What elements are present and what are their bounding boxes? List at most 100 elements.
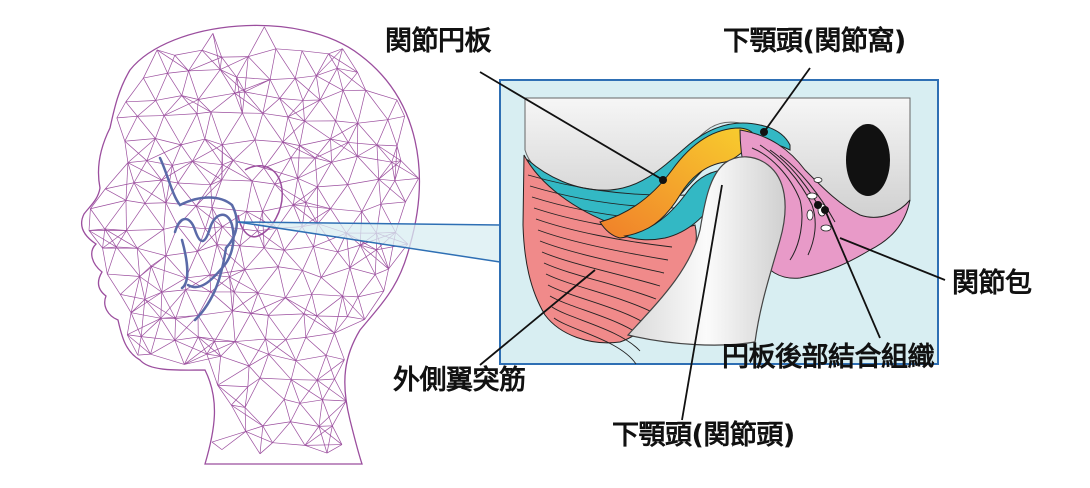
mesh-edge xyxy=(362,204,381,211)
mesh-edge xyxy=(210,275,211,292)
mesh-edge xyxy=(126,200,145,203)
mesh-edge xyxy=(300,403,319,426)
mesh-edge xyxy=(317,379,334,380)
mesh-edge xyxy=(157,50,175,55)
mesh-edge xyxy=(379,179,381,204)
mesh-edge xyxy=(120,276,139,294)
mesh-edge xyxy=(181,139,205,145)
mesh-edge xyxy=(278,250,284,266)
mesh-edge xyxy=(172,165,177,183)
mesh-edge xyxy=(242,92,244,113)
mesh-edge xyxy=(298,146,300,179)
mesh-edge xyxy=(332,156,358,162)
mesh-edge xyxy=(251,298,286,314)
mesh-edge xyxy=(362,179,379,211)
mesh-edge xyxy=(232,311,235,342)
mesh-edge xyxy=(117,116,138,118)
mesh-edge xyxy=(249,354,269,366)
mesh-edge xyxy=(290,403,299,421)
mesh-edge xyxy=(338,245,360,252)
mesh-edge xyxy=(245,407,263,426)
mesh-edge xyxy=(379,162,392,179)
mesh-edge xyxy=(358,72,366,90)
mesh-edge xyxy=(137,116,164,117)
mesh-edge xyxy=(164,114,197,116)
label-lateral-pterygoid: 外側翼突筋 xyxy=(393,367,526,394)
mesh-edge xyxy=(218,356,221,385)
mesh-edge xyxy=(235,80,270,94)
mesh-edge xyxy=(305,426,319,445)
mesh-edge xyxy=(284,399,300,403)
mesh-edge xyxy=(166,251,197,255)
mesh-edge xyxy=(317,380,346,401)
label-retrodiscal-tissue: 円板後部結合組織 xyxy=(722,344,934,371)
mesh-edge xyxy=(260,354,269,378)
label-articular-disc: 関節円板 xyxy=(385,28,491,55)
mesh-edge xyxy=(105,189,126,200)
mesh-edge xyxy=(291,380,300,404)
mesh-edge xyxy=(235,342,249,366)
mesh-edge xyxy=(291,361,296,380)
mesh-edge xyxy=(196,206,212,208)
mesh-edge xyxy=(280,78,296,98)
mesh-edge xyxy=(298,158,316,178)
mesh-edge xyxy=(332,426,342,445)
mesh-edge xyxy=(205,112,211,139)
mesh-edge xyxy=(131,313,141,337)
mesh-edge xyxy=(161,318,175,340)
mesh-edge xyxy=(197,251,210,275)
mesh-edge xyxy=(388,100,397,120)
mesh-edge xyxy=(126,231,137,249)
mesh-edge xyxy=(211,93,235,112)
mesh-edge xyxy=(210,245,217,275)
mesh-edge xyxy=(381,202,406,204)
mesh-edge xyxy=(178,161,193,183)
mesh-edge xyxy=(268,298,285,316)
mesh-edge xyxy=(278,267,285,298)
mesh-edge xyxy=(211,185,212,208)
mesh-edge xyxy=(145,180,162,203)
mesh-edge xyxy=(358,90,366,123)
mesh-edge xyxy=(248,27,264,57)
mesh-edge xyxy=(131,292,162,312)
mesh-edge xyxy=(375,274,384,291)
mesh-edge xyxy=(302,51,328,54)
mesh-edge xyxy=(303,76,316,101)
mesh-edge xyxy=(202,33,213,50)
mesh-edge xyxy=(251,313,269,315)
mesh-edge xyxy=(336,121,358,123)
mesh-edge xyxy=(196,185,211,206)
mesh-edge xyxy=(283,142,300,145)
mesh-edge xyxy=(278,267,302,271)
label-condyle: 下顎頭(関節頭) xyxy=(612,422,795,449)
mesh-edge xyxy=(248,49,276,57)
mesh-edge xyxy=(275,184,306,202)
mesh-edge xyxy=(212,442,222,450)
mesh-edge xyxy=(105,229,137,248)
mesh-edge xyxy=(306,187,318,203)
mesh-edge xyxy=(348,142,377,145)
mesh-edge xyxy=(218,385,245,407)
mesh-edge xyxy=(205,139,233,160)
mesh-edge xyxy=(315,142,348,158)
mesh-edge xyxy=(335,360,345,379)
mesh-edge xyxy=(321,268,350,278)
mesh-edge xyxy=(125,139,156,142)
mesh-edge xyxy=(141,337,150,355)
mesh-edge xyxy=(168,73,182,95)
mesh-edge xyxy=(246,426,263,431)
mesh-edge xyxy=(218,385,248,386)
mesh-edge xyxy=(291,146,300,158)
mesh-edge xyxy=(284,247,313,251)
mesh-edge xyxy=(192,161,210,184)
mesh-edge xyxy=(298,162,332,178)
mesh-edge xyxy=(280,98,288,117)
mesh-edge xyxy=(245,92,280,99)
mesh-edge xyxy=(164,116,181,145)
mesh-edge xyxy=(207,354,218,385)
mesh-edge xyxy=(222,145,233,161)
mesh-edge xyxy=(197,100,198,114)
mesh-edge xyxy=(326,355,344,359)
mesh-edge xyxy=(290,422,304,446)
